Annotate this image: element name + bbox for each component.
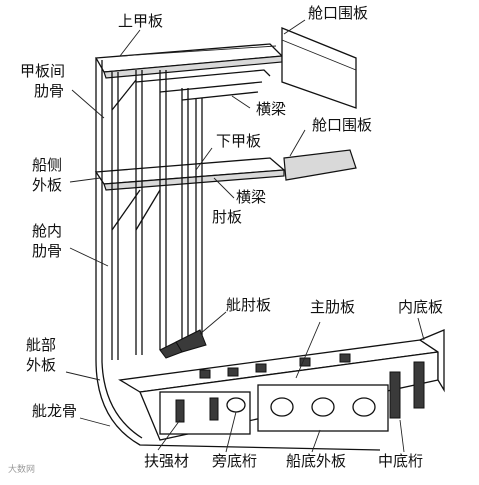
label-bilge-bracket: 舭肘板 (226, 296, 271, 314)
brackets (111, 79, 161, 231)
label-beam-top: 横梁 (256, 100, 286, 118)
label-center-girder: 中底桁 (378, 452, 423, 470)
label-side-shell-line2: 外板 (32, 176, 62, 194)
label-bilge-shell-line2: 外板 (26, 356, 56, 374)
bottom-hull (95, 329, 445, 451)
upper-deck-plate (94, 43, 284, 79)
label-deck-frame-line1: 甲板间 (20, 62, 65, 80)
label-beam-mid: 横梁 (236, 188, 266, 206)
labels: 上甲板 舱口围板 甲板间 肋骨 横梁 舱口围板 下甲板 船侧 外板 横梁 肘板 … (8, 4, 443, 475)
label-upper-deck: 上甲板 (118, 12, 163, 30)
label-hatch-coaming-mid: 舱口围板 (312, 116, 372, 134)
label-bilge-shell-line1: 舭部 (26, 336, 56, 354)
label-deck-frame-line2: 肋骨 (34, 82, 64, 100)
watermark: 大数网 (8, 463, 35, 475)
upper-hatch-coaming (281, 27, 357, 109)
label-hold-frame-line2: 肋骨 (32, 242, 62, 260)
label-side-shell-line1: 船侧 (32, 156, 62, 174)
side-frames (95, 58, 203, 362)
label-main-frame: 主肋板 (310, 298, 355, 316)
label-bracket: 肘板 (212, 208, 242, 226)
label-stiffener: 扶强材 (144, 452, 189, 470)
label-hatch-coaming-top: 舱口围板 (308, 4, 368, 22)
label-side-girder: 旁底桁 (212, 452, 257, 470)
lower-hatch-coaming (283, 149, 357, 181)
lower-deck-plate (94, 157, 286, 191)
label-lower-deck: 下甲板 (216, 132, 261, 150)
label-keel: 舭龙骨 (32, 402, 77, 420)
label-hold-frame-line1: 舱内 (32, 222, 62, 240)
upper-beams (135, 69, 271, 101)
label-bottom-shell: 船底外板 (286, 452, 346, 470)
leader-lines (65, 19, 425, 453)
label-inner-bottom: 内底板 (398, 298, 443, 316)
